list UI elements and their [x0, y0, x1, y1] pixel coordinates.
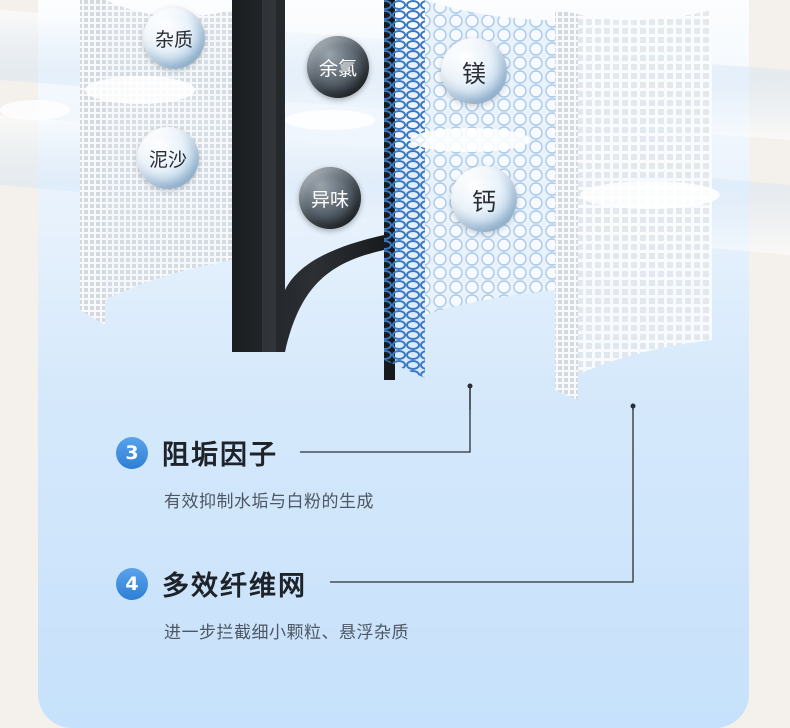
contaminant-bubble-impurities: 杂质	[143, 7, 205, 69]
feature-number-badge: 3	[116, 437, 148, 469]
contaminant-bubble-calcium: 钙	[451, 166, 517, 232]
contaminant-bubble-sediment: 泥沙	[137, 127, 199, 189]
contaminant-label: 余氯	[318, 57, 357, 80]
feature-title: 多效纤维网	[162, 571, 307, 602]
contaminant-bubble-magnesium: 镁	[441, 38, 507, 104]
contaminant-label: 杂质	[154, 28, 193, 51]
feature-description: 有效抑制水垢与白粉的生成	[164, 492, 374, 512]
contaminant-label: 异味	[310, 188, 349, 211]
feature-title: 阻垢因子	[162, 440, 278, 471]
feature-description: 进一步拦截细小颗粒、悬浮杂质	[164, 623, 409, 643]
leader-lines	[469, 388, 634, 410]
contaminant-bubble-odor: 异味	[299, 167, 361, 229]
contaminant-label: 泥沙	[148, 148, 187, 171]
contaminant-label: 钙	[472, 187, 496, 216]
water-splashes	[0, 76, 720, 209]
contaminant-label: 镁	[462, 59, 486, 88]
outer-mesh-left	[80, 0, 105, 325]
filter-layers-illustration	[0, 0, 790, 410]
feature-number-badge: 4	[116, 568, 148, 600]
fiber-mesh-layer	[555, 10, 578, 400]
scale-inhibitor-layer	[384, 0, 425, 378]
contaminant-bubble-residual-chlorine: 余氯	[307, 36, 369, 98]
